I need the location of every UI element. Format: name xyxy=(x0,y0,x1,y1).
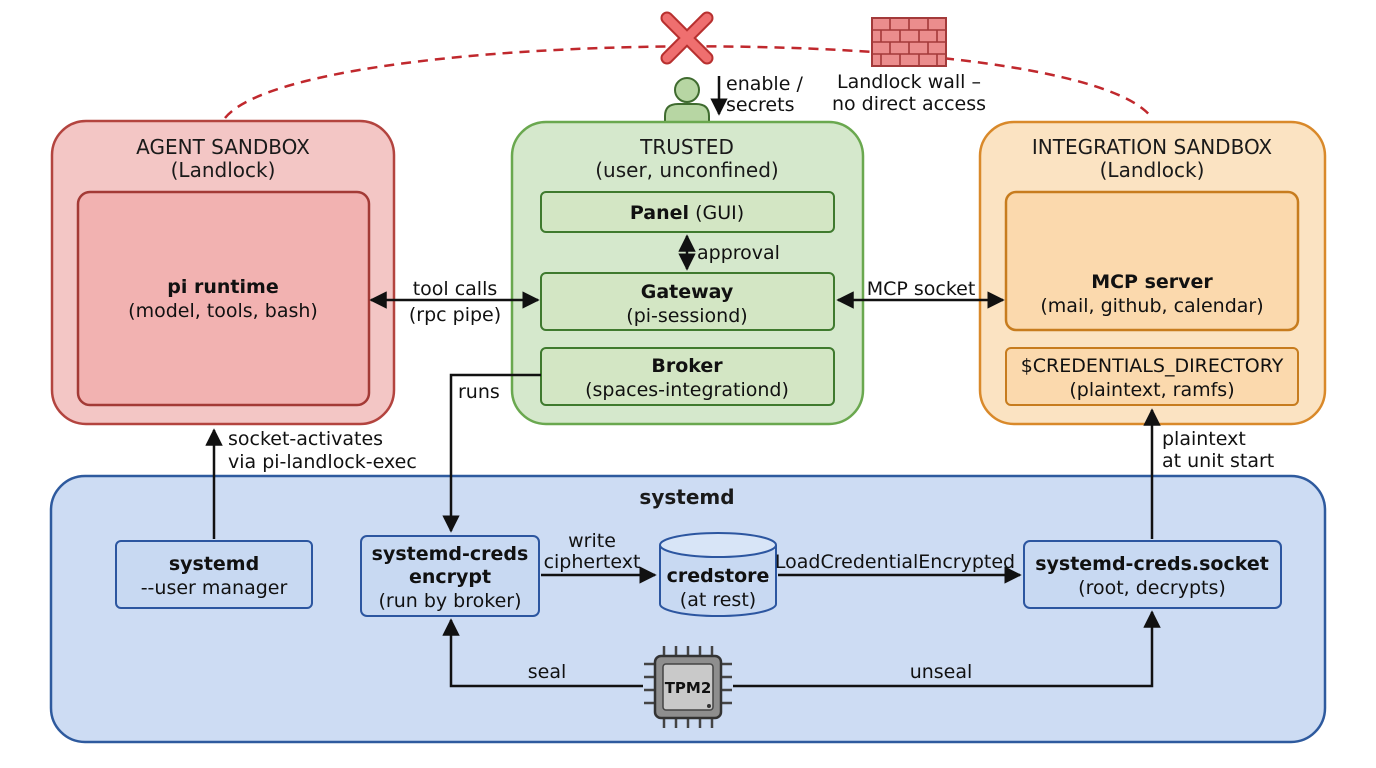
tool-calls-label-2: (rpc pipe) xyxy=(409,304,501,326)
tpm-chip-icon xyxy=(644,646,732,728)
pi-runtime-title: pi runtime xyxy=(167,276,278,298)
mcp-server-title: MCP server xyxy=(1091,271,1213,293)
creds-encrypt-desc: (run by broker) xyxy=(378,590,521,612)
user-manager-title: systemd xyxy=(169,553,259,575)
pi-runtime-desc: (model, tools, bash) xyxy=(128,300,318,322)
broker-title: Broker xyxy=(651,355,723,377)
credstore-desc: (at rest) xyxy=(680,589,756,611)
unseal-label: unseal xyxy=(910,661,973,683)
trusted-subtitle: (user, unconfined) xyxy=(595,158,778,182)
unseal-arrow xyxy=(733,610,1161,688)
gateway-box xyxy=(540,272,835,331)
agent-sandbox-subtitle: (Landlock) xyxy=(171,158,276,182)
agent-sandbox: AGENT SANDBOX (Landlock) pi runtime (mod… xyxy=(50,119,396,426)
write-label-2: ciphertext xyxy=(544,551,641,573)
plaintext-label-1: plaintext xyxy=(1162,428,1246,450)
panel-label: Panel (GUI) xyxy=(630,202,744,224)
systemd-title: systemd xyxy=(639,485,734,509)
red-cross-icon xyxy=(660,11,714,65)
plaintext-label-2: at unit start xyxy=(1162,450,1274,472)
write-label-1: write xyxy=(568,530,616,552)
runs-label: runs xyxy=(458,381,500,403)
seal-arrow xyxy=(442,618,643,688)
creds-socket-desc: (root, decrypts) xyxy=(1078,577,1226,599)
integration-sandbox: INTEGRATION SANDBOX (Landlock) MCP serve… xyxy=(978,120,1327,426)
creds-encrypt-title-1: systemd-creds xyxy=(372,543,529,565)
landlock-wall-label-1: Landlock wall – xyxy=(837,71,981,93)
integration-sandbox-subtitle: (Landlock) xyxy=(1100,158,1205,182)
mcp-socket-label: MCP socket xyxy=(867,278,976,300)
enable-label-1: enable / xyxy=(726,73,803,95)
runs-arrow xyxy=(442,373,541,533)
gateway-title: Gateway xyxy=(641,281,734,303)
systemd-zone: systemd systemd --user manager systemd-c… xyxy=(49,474,1327,744)
seal-label: seal xyxy=(528,661,567,683)
credentials-directory-box xyxy=(1005,347,1299,406)
tpm-label: TPM2 xyxy=(665,679,712,697)
pi-runtime-box xyxy=(76,190,371,407)
load-credential-label: LoadCredentialEncrypted xyxy=(775,551,1015,573)
socket-activates-label-2: via pi-landlock-exec xyxy=(228,451,417,473)
creds-encrypt-box xyxy=(360,535,540,617)
approval-label: approval xyxy=(697,242,780,264)
creds-socket-box xyxy=(1023,540,1282,609)
enable-label-2: secrets xyxy=(726,94,794,116)
broker-box xyxy=(540,347,835,406)
credentials-directory-desc: (plaintext, ramfs) xyxy=(1069,379,1234,401)
user-icon xyxy=(664,77,710,127)
user-manager-desc: --user manager xyxy=(141,577,288,599)
broker-desc: (spaces-integrationd) xyxy=(585,379,789,401)
creds-socket-title: systemd-creds.socket xyxy=(1035,553,1269,575)
user-manager-box xyxy=(115,540,313,609)
credstore-database-icon xyxy=(659,532,777,617)
trusted-title: TRUSTED xyxy=(639,135,734,159)
panel-box xyxy=(540,191,835,233)
credstore-title: credstore xyxy=(667,565,770,587)
trusted-zone: TRUSTED (user, unconfined) Panel (GUI) G… xyxy=(510,120,865,426)
gateway-desc: (pi-sessiond) xyxy=(626,305,747,327)
tool-calls-label-1: tool calls xyxy=(413,278,498,300)
landlock-wall-label-2: no direct access xyxy=(832,93,986,115)
integration-sandbox-title: INTEGRATION SANDBOX xyxy=(1032,135,1273,159)
mcp-server-desc: (mail, github, calendar) xyxy=(1040,295,1263,317)
mcp-server-box xyxy=(1004,190,1300,332)
creds-encrypt-title-2: encrypt xyxy=(409,566,491,588)
socket-activates-label-1: socket-activates xyxy=(228,428,383,450)
credentials-directory-title: $CREDENTIALS_DIRECTORY xyxy=(1021,355,1284,377)
brick-wall-icon xyxy=(871,17,947,67)
agent-sandbox-title: AGENT SANDBOX xyxy=(136,135,310,159)
